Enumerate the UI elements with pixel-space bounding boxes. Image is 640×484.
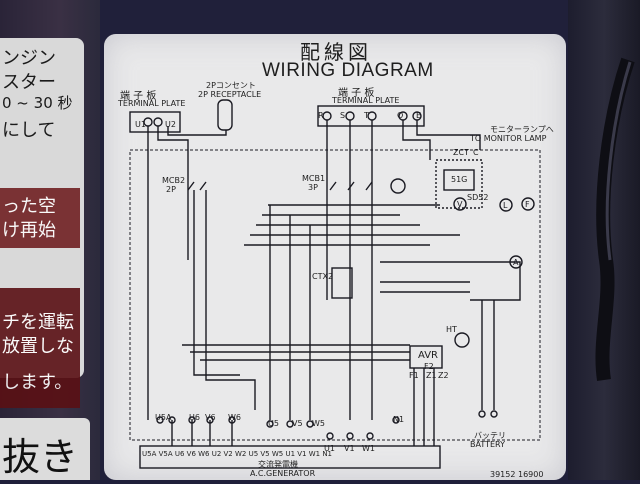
meter-v-icon	[453, 197, 467, 211]
meter-f-letter: F	[525, 200, 530, 209]
c-label: C	[473, 148, 479, 157]
warning-text-line: 放置しな	[2, 336, 74, 357]
meter-v-letter: V	[457, 200, 463, 209]
left-panel: ンジン スター 0 ~ 30 秒 にして った空 け再始 チを運転 放置しな し…	[0, 0, 100, 480]
avr-label: AVR	[418, 350, 438, 361]
warning-red-band: チを運転 放置しな します。	[0, 288, 80, 408]
warning-text-line: った空	[2, 196, 56, 217]
warning-text-line: します。	[2, 372, 73, 393]
mcb1-label: MCB1	[302, 174, 326, 183]
terminal-e: E	[416, 111, 422, 120]
monitor-en: TO MONITOR LAMP	[470, 134, 547, 143]
monitor-jp: モニターランプへ	[490, 125, 554, 134]
warning-text-line: ンジン	[2, 48, 56, 69]
terminal-u1-dot	[143, 117, 153, 127]
terminal-plate-right-box	[317, 105, 425, 127]
cable-graphic	[595, 57, 635, 382]
receptacle-jp: 2Pコンセント	[206, 81, 256, 90]
mcb2-label: MCB2	[162, 176, 186, 185]
generator-terminal-row: U5A V5A U6 V6 W6 U2 V2 W2 U5 V5 W5 U1 V1…	[142, 450, 333, 458]
terminal-plate-right-jp: 端 子 板	[338, 88, 375, 99]
warning-sticker: ンジン スター 0 ~ 30 秒 にして った空 け再始 チを運転 放置しな し…	[0, 38, 84, 408]
receptacle-shape	[217, 99, 233, 131]
terminal-t: T	[364, 111, 369, 120]
warning-text-line: にして	[2, 120, 56, 141]
mcb2-poles: 2P	[166, 185, 176, 194]
sd-label: SD52	[467, 193, 489, 202]
generator-jp: 交流発電機	[258, 460, 298, 469]
generator-en: A.C.GENERATOR	[250, 469, 316, 478]
avr-box	[409, 345, 443, 369]
warning-red-band: った空 け再始	[0, 188, 80, 248]
generator-box	[139, 445, 441, 469]
sig-label: 51G	[451, 175, 468, 184]
terminal-u2: U2	[165, 120, 176, 129]
terminal-w5: W5	[312, 419, 325, 428]
terminal-o: O	[397, 111, 404, 120]
f2-label: F2	[424, 362, 434, 371]
wiring-plate	[104, 34, 566, 480]
right-panel	[568, 0, 640, 480]
terminal-v5: V5	[292, 419, 303, 428]
receptacle-en: 2P RECEPTACLE	[198, 90, 262, 99]
z1-label: Z1	[426, 371, 437, 380]
meter-f-icon	[521, 197, 535, 211]
terminal-plate-left-box	[129, 111, 181, 133]
terminal-s: S	[340, 111, 346, 120]
battery-jp: バッテリ	[474, 431, 506, 440]
meter-a-letter: A	[513, 258, 519, 267]
battery-en: BATTERY	[470, 440, 505, 449]
terminal-plate-left-en: TERMINAL PLATE	[118, 99, 186, 108]
ht-thermostat-icon	[454, 332, 470, 348]
terminal-u1-bottom: U1	[324, 444, 335, 453]
warning-text-line: 0 ~ 30 秒	[2, 94, 73, 112]
ctx2-label: CTX2	[312, 272, 334, 281]
warning-text-line: け再始	[2, 220, 56, 241]
terminal-plate-right-en: TERMINAL PLATE	[332, 96, 400, 105]
terminal-w1: W1	[362, 444, 375, 453]
serial-number: 39152 16900	[490, 470, 544, 479]
terminal-u5a: U5A	[155, 413, 172, 422]
bottom-sticker: 抜き	[0, 418, 90, 480]
title-en: WIRING DIAGRAM	[262, 60, 434, 81]
meter-l-icon	[499, 198, 513, 212]
warning-text-line: スター	[2, 72, 56, 93]
title-jp: 配線図	[300, 40, 372, 64]
terminal-v1: V1	[344, 444, 355, 453]
relay-51g-box	[443, 169, 475, 191]
ht-label: HT	[446, 325, 457, 334]
terminal-plate-left-jp: 端 子 板	[120, 91, 157, 102]
terminal-r: R	[318, 111, 324, 120]
ct-coil-circle	[390, 178, 406, 194]
terminal-u1b-dot	[153, 117, 163, 127]
z2-label: Z2	[438, 371, 449, 380]
mcb1-poles: 3P	[308, 183, 318, 192]
zct-label: ZCT	[453, 148, 469, 157]
warning-text-line: チを運転	[2, 312, 74, 333]
terminal-u1: U1	[135, 120, 146, 129]
meter-l-letter: L	[503, 201, 508, 210]
bottom-sticker-text: 抜き	[2, 435, 79, 479]
